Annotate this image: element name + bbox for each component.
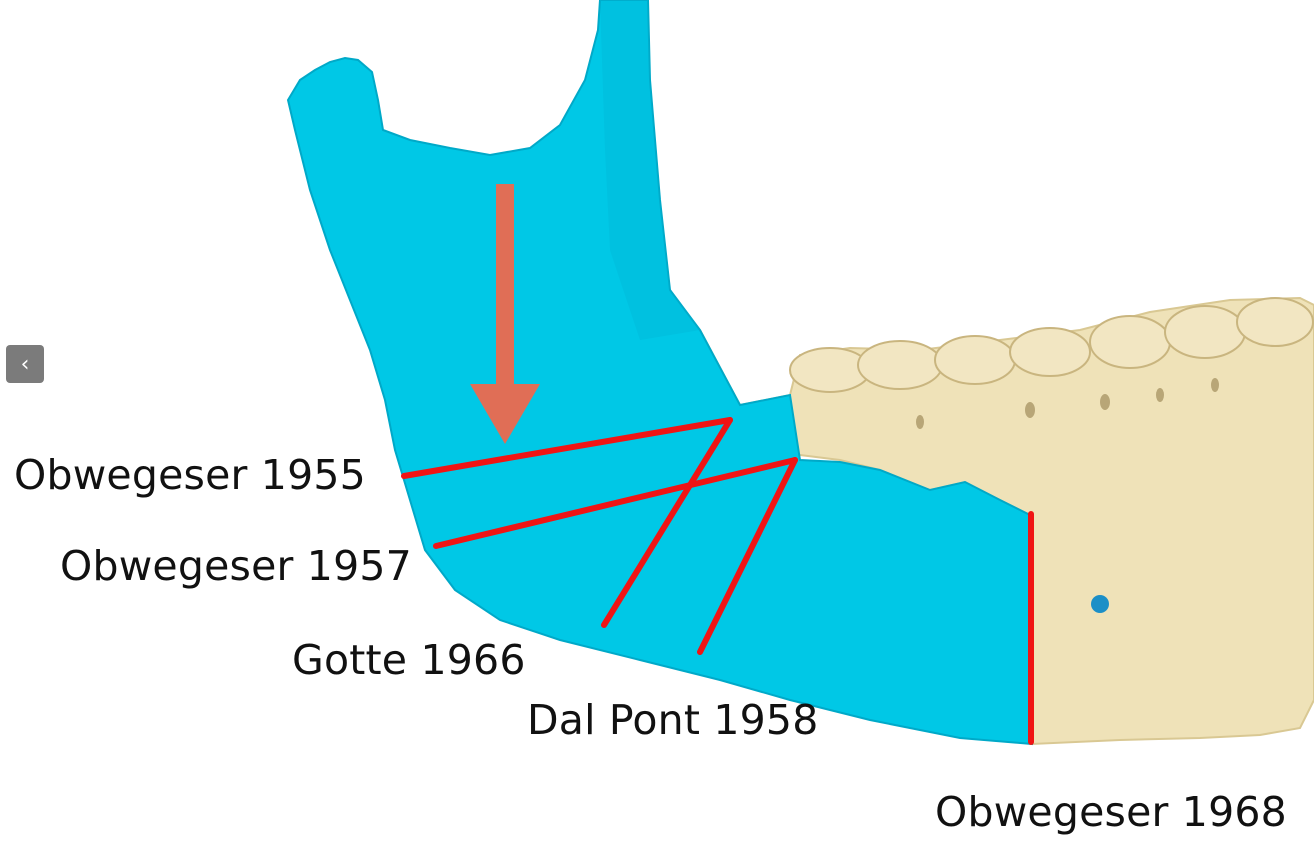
teeth-row [789, 297, 1314, 393]
down-arrow-icon [470, 184, 540, 444]
label-obwegeser-1955: Obwegeser 1955 [14, 451, 366, 499]
label-dal-pont-1958: Dal Pont 1958 [527, 696, 819, 744]
label-gotte-1966: Gotte 1966 [292, 636, 526, 684]
line-obwegeser-1957 [433, 457, 798, 549]
osteotomy-lines [401, 417, 1034, 745]
label-obwegeser-1968: Obwegeser 1968 [935, 788, 1287, 836]
mental-foramen [1091, 595, 1109, 613]
label-obwegeser-1957: Obwegeser 1957 [60, 542, 412, 590]
line-dal-pont-1958 [697, 457, 798, 655]
line-obwegeser-1955 [401, 417, 733, 479]
chevron-left-icon: ‹ [20, 351, 30, 377]
line-gotte-1966 [601, 417, 733, 628]
previous-button[interactable]: ‹ [6, 345, 44, 383]
mandible-ramus [286, 0, 1034, 746]
